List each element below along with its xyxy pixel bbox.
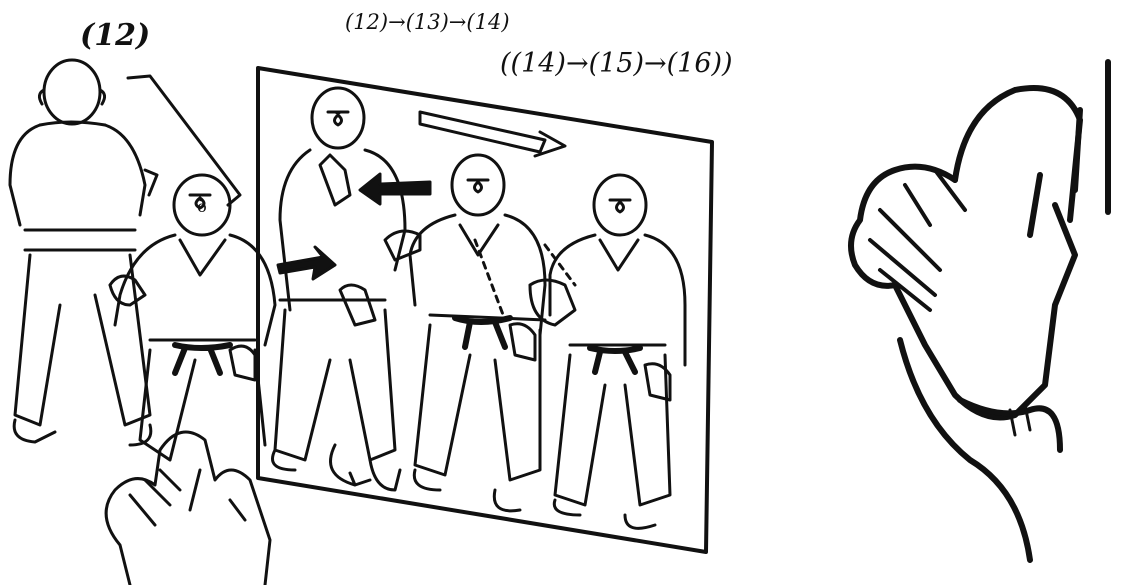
dashed-arrow xyxy=(475,240,505,320)
black-belt xyxy=(175,345,230,373)
technique-panel xyxy=(258,68,712,552)
panel-figure-3 xyxy=(530,175,685,528)
hand-detail-small xyxy=(106,432,270,585)
figure-back-view xyxy=(10,60,157,445)
face-mark: ō xyxy=(615,197,625,216)
face-marks: ō ō ō ō xyxy=(197,110,625,216)
black-belt xyxy=(590,348,640,372)
direction-arrow xyxy=(420,112,565,156)
face-mark: ō xyxy=(473,177,483,196)
black-belt xyxy=(455,318,510,347)
face-mark: ō xyxy=(333,110,343,129)
hand-detail-large xyxy=(851,62,1108,560)
figure-front-left xyxy=(110,175,275,460)
panel-figure-2 xyxy=(385,155,545,511)
face-mark: ō xyxy=(197,197,207,216)
rotation-arrow xyxy=(331,445,371,485)
panel-figure-1 xyxy=(273,88,431,490)
